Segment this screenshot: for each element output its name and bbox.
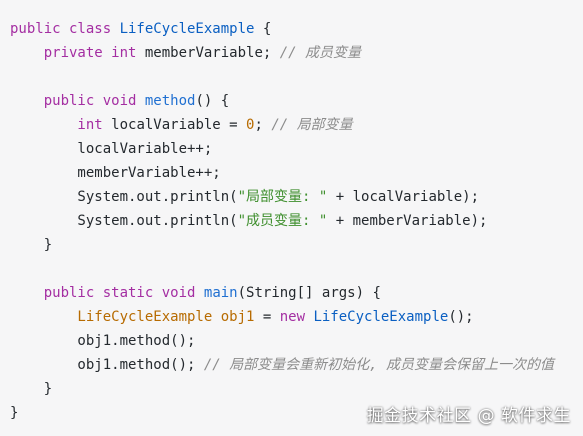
code-token: obj1 [220,309,255,325]
code-token: public class [10,21,120,37]
code-token: static [102,285,162,301]
code-token: main [203,285,238,301]
code-line: } [10,377,583,401]
code-line: memberVariable++; [10,161,583,185]
code-token: void [102,93,145,109]
code-line: localVariable++; [10,137,583,161]
code-token: "成员变量: " [237,213,328,229]
code-token: + localVariable); [327,189,480,205]
code-token: method [144,93,196,109]
code-token: System.out.println( [10,213,238,229]
code-token: } [10,237,53,253]
code-line: public class LifeCycleExample { [10,17,583,41]
code-token: = [229,117,247,133]
code-token: // 局部变量 [271,117,353,133]
code-token: "局部变量: " [237,189,328,205]
code-token: localVariable++; [10,141,213,157]
code-line: int localVariable = 0; // 局部变量 [10,113,583,137]
code-token: + memberVariable); [327,213,488,229]
code-line: } [10,401,583,425]
watermark: 掘金技术社区 @ 软件求生 [366,406,571,426]
code-line: private int memberVariable; // 成员变量 [10,41,583,65]
code-token: memberVariable; [144,45,280,61]
code-token: memberVariable++; [10,165,221,181]
code-token: } [10,405,19,421]
code-line: System.out.println("成员变量: " + memberVari… [10,209,583,233]
code-token: int [111,45,145,61]
code-lines: public class LifeCycleExample { private … [10,17,583,425]
code-line: System.out.println("局部变量: " + localVaria… [10,185,583,209]
code-token: obj1.method(); [10,333,196,349]
code-token: obj1.method(); [10,357,204,373]
code-token: LifeCycleExample [119,21,255,37]
code-line: public static void main(String[] args) { [10,281,583,305]
code-token: System.out.println( [10,189,238,205]
code-token: = [254,309,280,325]
code-token: public [10,285,103,301]
code-line [10,65,583,89]
code-token: (); [448,309,474,325]
code-token: // 局部变量会重新初始化, 成员变量会保留上一次的值 [203,357,555,373]
code-token: new [279,309,314,325]
code-token: LifeCycleExample [313,309,449,325]
code-line [10,257,583,281]
code-token: int [10,117,112,133]
code-token: LifeCycleExample [10,309,221,325]
code-token: () { [195,93,230,109]
code-line: public void method() { [10,89,583,113]
code-token: (String[] args) { [237,285,381,301]
code-token: localVariable [111,117,230,133]
code-token: 0 [246,117,255,133]
code-token: ; [254,117,272,133]
code-token: void [161,285,204,301]
code-token: public [10,93,103,109]
code-token: // 成员变量 [279,45,362,61]
code-line: LifeCycleExample obj1 = new LifeCycleExa… [10,305,583,329]
code-line: obj1.method(); // 局部变量会重新初始化, 成员变量会保留上一次… [10,353,583,377]
code-token: } [10,381,53,397]
code-line: obj1.method(); [10,329,583,353]
code-line: } [10,233,583,257]
code-token: private [10,45,112,61]
code-token: { [254,21,272,37]
